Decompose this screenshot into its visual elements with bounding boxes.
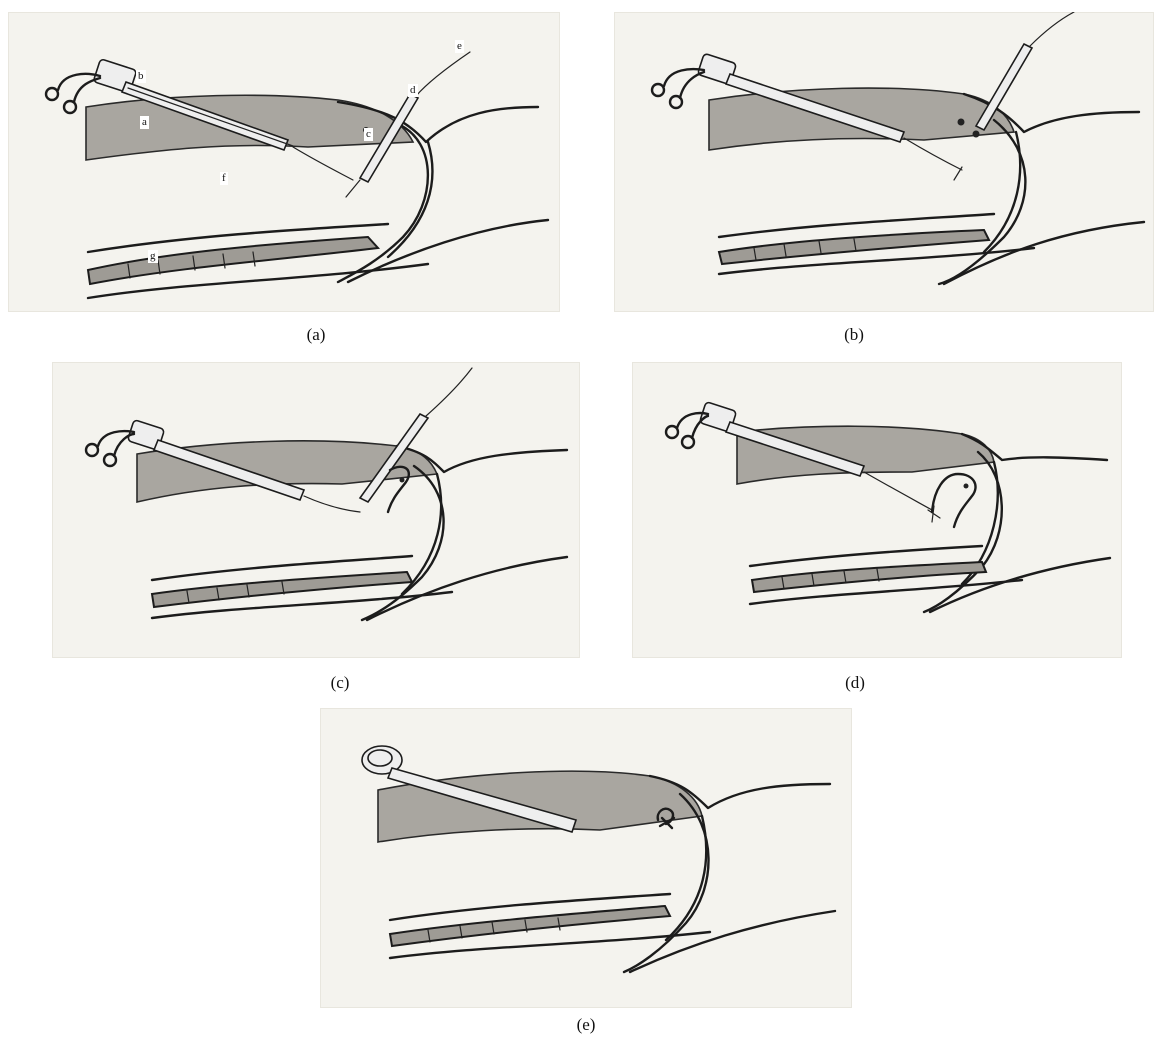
bowel-segment xyxy=(88,237,378,284)
caption-b: (b) xyxy=(824,325,884,345)
suture-passer-needle xyxy=(360,368,472,502)
drawing-e xyxy=(320,708,852,1008)
label-e: e xyxy=(455,40,464,53)
label-f: f xyxy=(220,172,228,185)
label-a: a xyxy=(140,116,149,129)
label-g: g xyxy=(148,250,158,263)
panel-b xyxy=(614,12,1154,312)
drawing-b xyxy=(614,12,1154,312)
drawing-a xyxy=(8,12,560,312)
drawing-c xyxy=(52,362,580,658)
label-d: d xyxy=(408,84,418,97)
panel-a: a b c d e f g xyxy=(8,12,560,312)
suture-loop xyxy=(932,474,976,527)
instrument-handle-rings xyxy=(86,431,134,466)
caption-e: (e) xyxy=(556,1015,616,1035)
panel-c xyxy=(52,362,580,658)
panel-e xyxy=(320,708,852,1008)
panel-d xyxy=(632,362,1122,658)
caption-d: (d) xyxy=(825,673,885,693)
caption-a: (a) xyxy=(286,325,346,345)
caption-c: (c) xyxy=(310,673,370,693)
drawing-d xyxy=(632,362,1122,658)
suture-thread xyxy=(293,147,353,180)
label-b: b xyxy=(136,70,146,83)
label-c: c xyxy=(364,128,373,141)
instrument-handle-rings xyxy=(652,69,704,108)
